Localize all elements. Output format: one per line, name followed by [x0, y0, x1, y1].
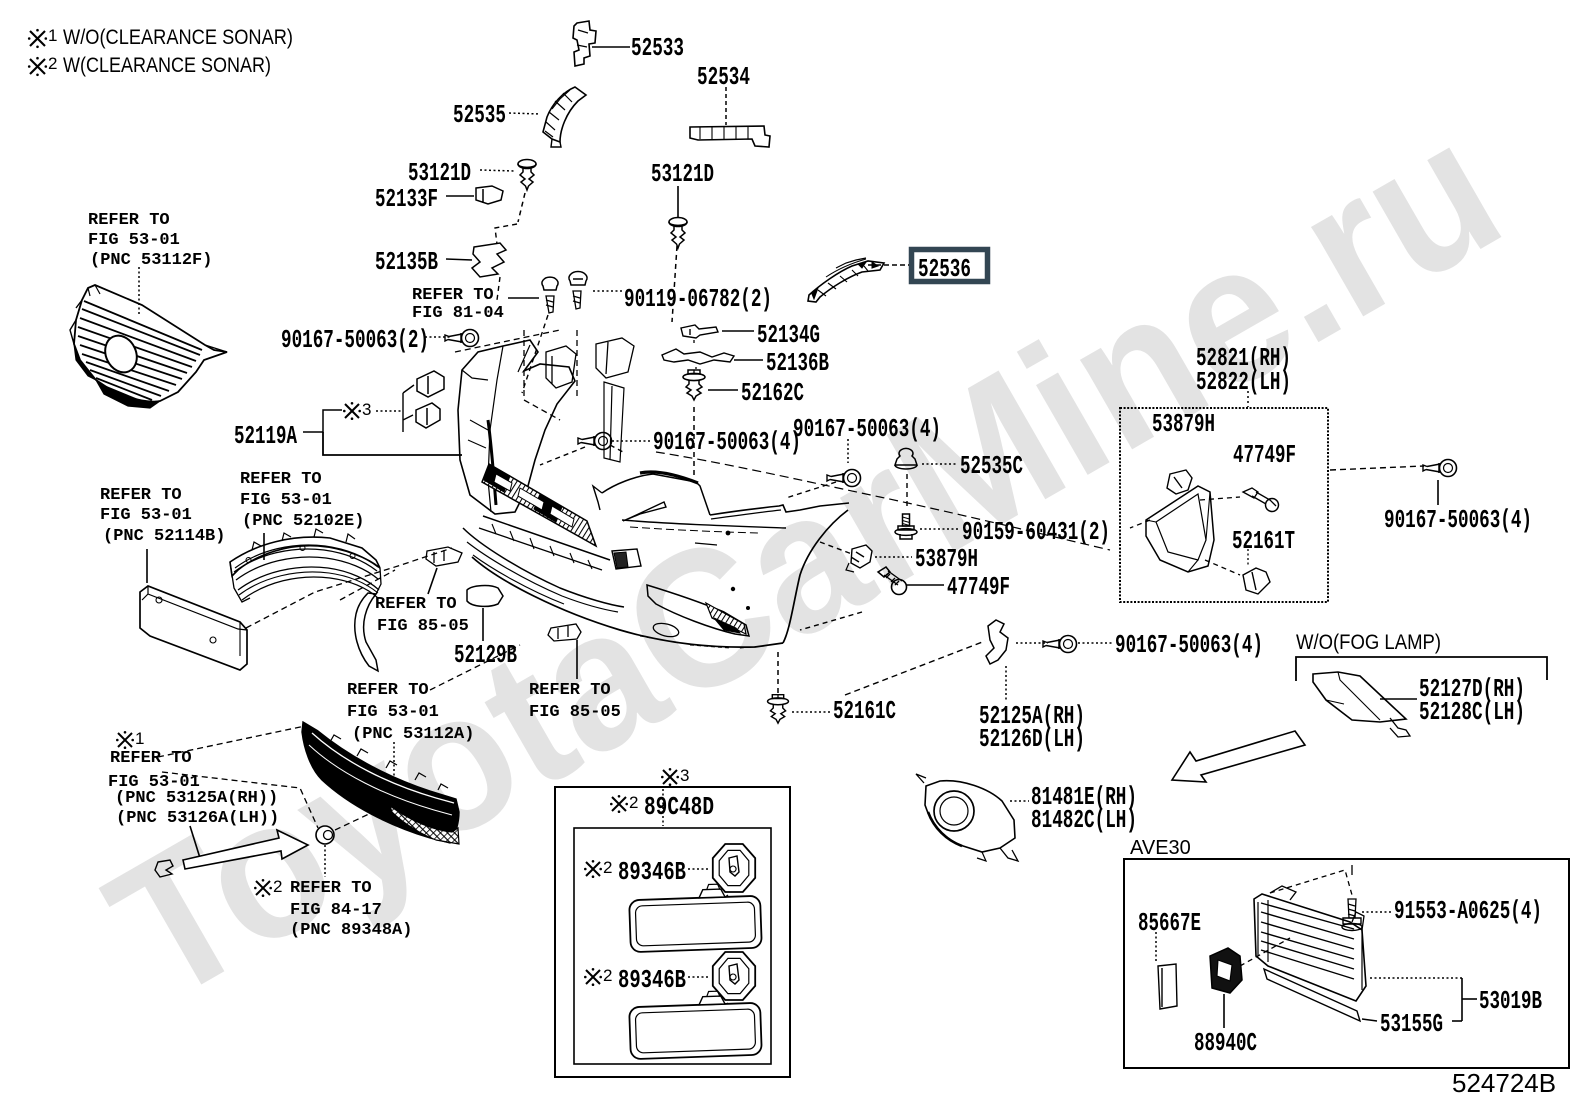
svg-text:52136B: 52136B	[766, 348, 829, 378]
svg-text:53121D: 53121D	[651, 159, 714, 189]
svg-text:53019B: 53019B	[1479, 986, 1542, 1016]
svg-text:89346B: 89346B	[618, 857, 686, 887]
svg-text:52535C: 52535C	[960, 451, 1023, 481]
svg-text:52161T: 52161T	[1232, 526, 1295, 556]
svg-text:90159-60431(2): 90159-60431(2)	[962, 517, 1110, 547]
svg-text:91553-A0625(4): 91553-A0625(4)	[1394, 896, 1542, 926]
svg-text:52134G: 52134G	[757, 320, 820, 350]
svg-text:(PNC 53125A(RH)): (PNC 53125A(RH))	[115, 789, 278, 808]
svg-text:52126D(LH): 52126D(LH)	[979, 724, 1085, 754]
svg-text:52534: 52534	[697, 62, 750, 92]
svg-text:(PNC 53112F): (PNC 53112F)	[90, 251, 212, 270]
svg-text:(PNC 52102E): (PNC 52102E)	[242, 512, 364, 531]
svg-text:REFER TO: REFER TO	[100, 486, 182, 505]
svg-text:90167-50063(4): 90167-50063(4)	[1384, 505, 1532, 535]
svg-text:53155G: 53155G	[1380, 1009, 1443, 1039]
svg-text:52125A(RH): 52125A(RH)	[979, 701, 1085, 731]
svg-text:W(CLEARANCE SONAR): W(CLEARANCE SONAR)	[63, 54, 271, 77]
svg-text:53879H: 53879H	[915, 544, 978, 574]
svg-text:REFER TO: REFER TO	[529, 681, 611, 700]
svg-text:52535: 52535	[453, 100, 506, 130]
svg-text:3: 3	[680, 766, 689, 785]
svg-text:52821(RH): 52821(RH)	[1196, 343, 1291, 373]
svg-text:90167-50063(4): 90167-50063(4)	[1115, 630, 1263, 660]
svg-text:REFER TO: REFER TO	[412, 286, 494, 305]
svg-text:52135B: 52135B	[375, 247, 438, 277]
svg-text:3: 3	[362, 400, 371, 419]
svg-text:52822(LH): 52822(LH)	[1196, 367, 1291, 397]
svg-text:1: 1	[135, 729, 144, 748]
svg-text:2: 2	[48, 54, 57, 73]
svg-text:(PNC 53112A): (PNC 53112A)	[352, 725, 474, 744]
svg-text:52133F: 52133F	[375, 184, 438, 214]
svg-text:2: 2	[629, 793, 638, 812]
svg-text:90167-50063(4): 90167-50063(4)	[653, 427, 801, 457]
svg-text:89C48D: 89C48D	[644, 792, 714, 822]
svg-text:FIG 53-01: FIG 53-01	[347, 703, 439, 722]
svg-text:REFER TO: REFER TO	[240, 470, 322, 489]
svg-text:53121D: 53121D	[408, 158, 471, 188]
svg-text:88940C: 88940C	[1194, 1028, 1257, 1058]
svg-text:FIG 53-01: FIG 53-01	[88, 231, 180, 250]
svg-text:W/O(CLEARANCE SONAR): W/O(CLEARANCE SONAR)	[63, 26, 293, 49]
svg-text:REFER TO: REFER TO	[290, 879, 372, 898]
svg-text:FIG 53-01: FIG 53-01	[100, 506, 192, 525]
svg-text:REFER TO: REFER TO	[375, 595, 457, 614]
svg-text:FIG 53-01: FIG 53-01	[240, 491, 332, 510]
svg-text:(PNC 53126A(LH)): (PNC 53126A(LH))	[116, 809, 279, 828]
svg-text:2: 2	[603, 966, 612, 985]
svg-text:52127D(RH): 52127D(RH)	[1419, 674, 1525, 704]
svg-text:53879H: 53879H	[1152, 409, 1215, 439]
svg-text:90167-50063(4): 90167-50063(4)	[793, 414, 941, 444]
svg-text:85667E: 85667E	[1138, 908, 1201, 938]
svg-text:90167-50063(2): 90167-50063(2)	[281, 325, 429, 355]
svg-text:52128C(LH): 52128C(LH)	[1419, 697, 1525, 727]
svg-text:52533: 52533	[631, 33, 684, 63]
svg-text:FIG 53-01: FIG 53-01	[108, 773, 200, 792]
svg-text:(PNC 52114B): (PNC 52114B)	[103, 527, 225, 546]
svg-text:FIG 84-17: FIG 84-17	[290, 901, 382, 920]
svg-text:47749F: 47749F	[947, 572, 1010, 602]
svg-text:81482C(LH): 81482C(LH)	[1031, 805, 1137, 835]
svg-text:W/O(FOG LAMP): W/O(FOG LAMP)	[1296, 631, 1441, 654]
svg-text:REFER TO: REFER TO	[88, 211, 170, 230]
svg-text:AVE30: AVE30	[1130, 837, 1191, 859]
svg-text:47749F: 47749F	[1233, 440, 1296, 470]
svg-text:90119-06782(2): 90119-06782(2)	[624, 284, 772, 314]
svg-text:FIG 85-05: FIG 85-05	[377, 617, 469, 636]
svg-text:52161C: 52161C	[833, 696, 896, 726]
svg-text:52119A: 52119A	[234, 421, 297, 451]
svg-text:89346B: 89346B	[618, 965, 686, 995]
svg-text:FIG 81-04: FIG 81-04	[412, 304, 504, 323]
svg-text:FIG 85-05: FIG 85-05	[529, 703, 621, 722]
svg-text:1: 1	[48, 26, 57, 45]
svg-text:(PNC 89348A): (PNC 89348A)	[290, 921, 412, 940]
svg-text:52162C: 52162C	[741, 378, 804, 408]
svg-text:524724B: 524724B	[1452, 1068, 1556, 1098]
svg-text:REFER TO: REFER TO	[347, 681, 429, 700]
svg-text:52129B: 52129B	[454, 640, 517, 670]
svg-text:2: 2	[603, 858, 612, 877]
svg-text:81481E(RH): 81481E(RH)	[1031, 782, 1137, 812]
svg-text:2: 2	[273, 877, 282, 896]
